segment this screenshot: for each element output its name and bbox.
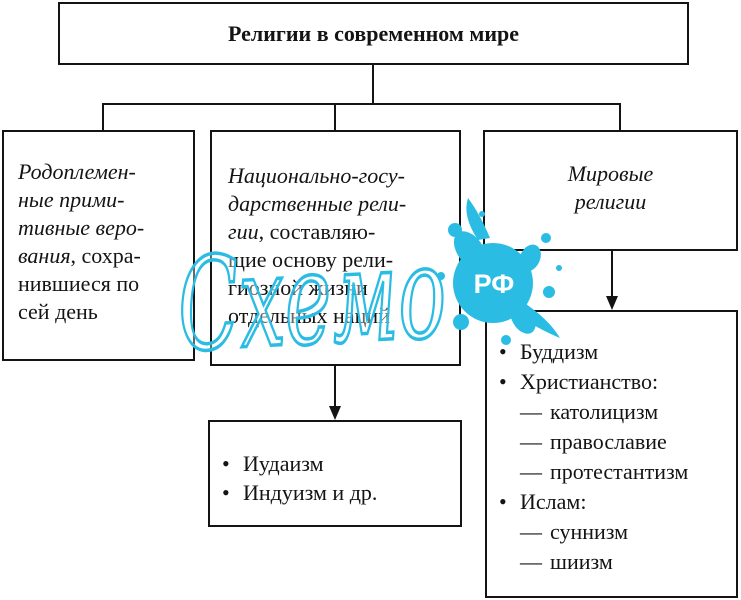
category-text-line: отдельных наций xyxy=(228,302,453,330)
text-segment: щие основу рели- xyxy=(228,247,394,272)
category-text: Национально-госу-дарственные рели-гии, с… xyxy=(228,162,453,330)
world-religion-item: Буддизм xyxy=(487,337,732,367)
category-text-line: Мировые xyxy=(491,160,730,188)
category-text-line: Национально-госу- xyxy=(228,162,453,190)
diagram-title: Религии в современном мире xyxy=(227,20,520,46)
text-segment: , составляю- xyxy=(258,219,376,244)
italic-term: Национально-госу- xyxy=(228,163,405,188)
religion-branch-item: шиизм xyxy=(487,547,732,577)
category-national-religions: Национально-госу-дарственные рели-гии, с… xyxy=(210,130,461,366)
category-text-line: сей день xyxy=(18,298,187,326)
category-text-line: вания, сохра- xyxy=(18,242,187,270)
category-text-line: нившиеся по xyxy=(18,270,187,298)
religion-branch-item: православие xyxy=(487,427,732,457)
national-religion-item: Иудаизм xyxy=(210,449,454,478)
national-religion-item: Индуизм и др. xyxy=(210,478,454,507)
category-text: Мировые религии xyxy=(491,160,730,216)
religion-branch-item: суннизм xyxy=(487,517,732,547)
world-religions-list: БуддизмХристианство:католицизмправослави… xyxy=(487,337,732,577)
religion-branch-item: католицизм xyxy=(487,397,732,427)
category-text-line: религии xyxy=(491,188,730,216)
category-text-line: тивные веро- xyxy=(18,214,187,242)
text-segment: , сохра- xyxy=(70,243,141,268)
arrow-head-world-list xyxy=(606,296,618,310)
category-text: Родоплемен-ные прими-тивные веро-вания, … xyxy=(18,158,187,326)
text-segment: отдельных наций xyxy=(228,303,390,328)
world-religion-item: Христианство: xyxy=(487,367,732,397)
national-religions-examples: ИудаизмИндуизм и др. xyxy=(208,420,462,527)
italic-term: тивные веро- xyxy=(18,215,145,240)
arrow-head-national-examples xyxy=(329,406,341,420)
religion-branch-item: протестантизм xyxy=(487,457,732,487)
italic-term: дарственные рели- xyxy=(228,191,407,216)
category-text-line: ные прими- xyxy=(18,186,187,214)
text-segment: сей день xyxy=(18,299,98,324)
category-text-line: дарственные рели- xyxy=(228,190,453,218)
category-text-line: Родоплемен- xyxy=(18,158,187,186)
category-world-religions: Мировые религии xyxy=(483,130,738,251)
italic-term: религии xyxy=(574,189,647,214)
italic-term: вания xyxy=(18,243,71,268)
italic-term: Мировые xyxy=(567,161,654,186)
italic-term: Родоплемен- xyxy=(18,159,136,184)
text-segment: гиозной жизни xyxy=(228,275,368,300)
category-text-line: гии, составляю- xyxy=(228,218,453,246)
world-religion-item: Ислам: xyxy=(487,487,732,517)
category-text-line: гиозной жизни xyxy=(228,274,453,302)
category-text-line: щие основу рели- xyxy=(228,246,453,274)
world-religions-examples: БуддизмХристианство:католицизмправослави… xyxy=(485,310,738,598)
italic-term: гии xyxy=(228,219,259,244)
category-tribal-beliefs: Родоплемен-ные прими-тивные веро-вания, … xyxy=(2,130,195,361)
diagram-title-box: Религии в современном мире xyxy=(58,2,689,65)
italic-term: ные прими- xyxy=(18,187,125,212)
text-segment: нившиеся по xyxy=(18,271,140,296)
national-religions-list: ИудаизмИндуизм и др. xyxy=(210,449,454,507)
